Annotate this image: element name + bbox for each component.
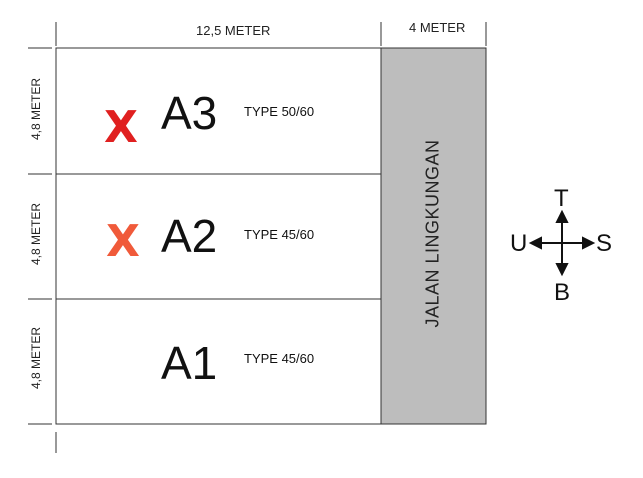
lot-type-a1: TYPE 45/60 — [244, 351, 315, 366]
road-label: JALAN LINGKUNGAN — [422, 139, 443, 328]
sold-mark-a3: X — [104, 102, 138, 153]
lot-a2 — [55, 173, 382, 300]
compass-west-label: U — [510, 230, 528, 257]
lot-label-a2: A2 — [161, 210, 218, 262]
lot-a3 — [55, 47, 382, 175]
road-width-label: 4 METER — [409, 20, 466, 35]
lot-depth-label-bottom: 4,8 METER — [29, 327, 43, 390]
lot-type-a3: TYPE 50/60 — [244, 104, 315, 119]
lot-depth-label-middle: 4,8 METER — [29, 203, 43, 266]
compass-south-label: B — [554, 279, 571, 306]
compass-rose-icon — [528, 209, 596, 277]
compass-north-label: T — [554, 185, 569, 212]
lot-label-a1: A1 — [161, 337, 218, 389]
sold-mark-a2: X — [106, 216, 140, 267]
lot-width-label: 12,5 METER — [196, 23, 271, 38]
road-strip — [380, 47, 487, 425]
compass-east-label: S — [596, 230, 613, 257]
lot-label-a3: A3 — [161, 87, 218, 139]
lot-depth-label-top: 4,8 METER — [29, 78, 43, 141]
lot-a1 — [55, 298, 382, 425]
lot-type-a2: TYPE 45/60 — [244, 227, 315, 242]
